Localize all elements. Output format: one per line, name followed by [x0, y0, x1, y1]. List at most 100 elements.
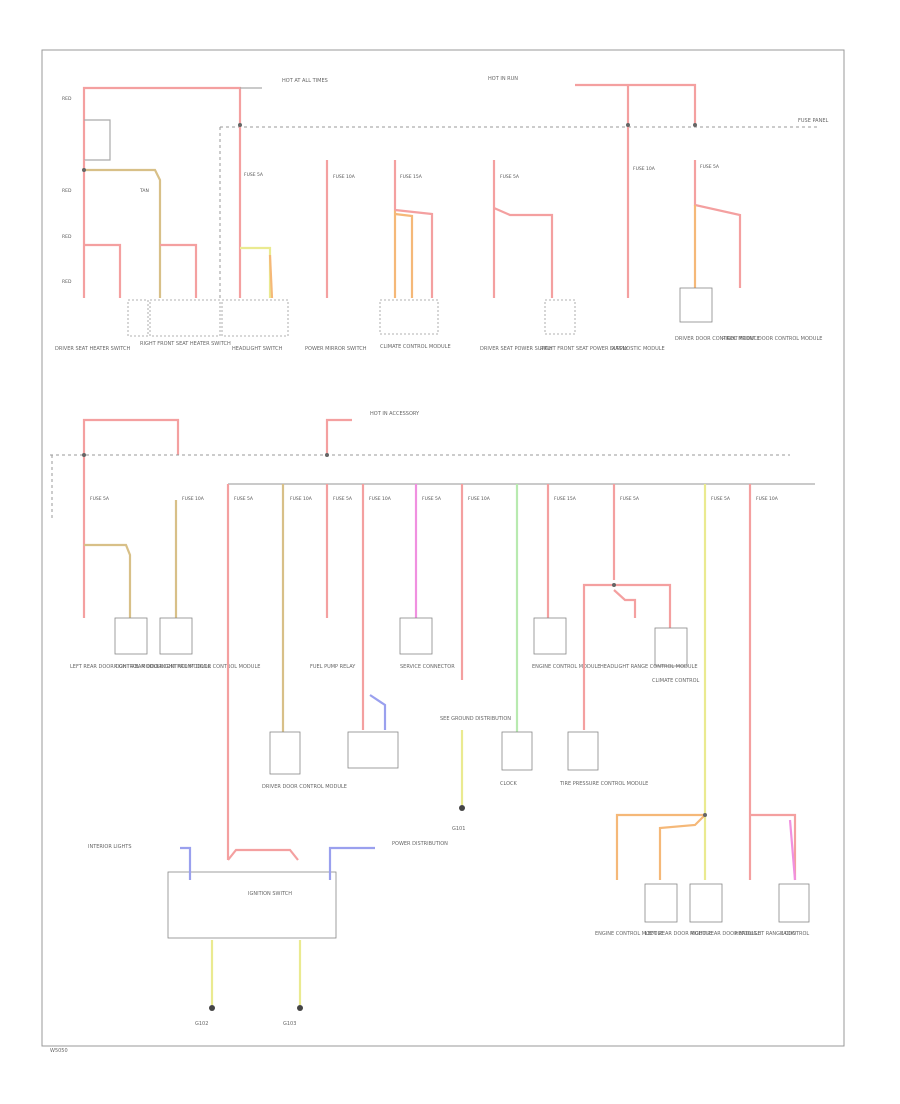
fuel-relay-box: [347, 731, 399, 769]
wire-label-1: RED: [62, 96, 72, 102]
wire-mid-feed-1: [82, 418, 180, 455]
comp-driver-seat-power: DRIVER SEAT POWER SUPPLY: [480, 346, 554, 352]
fuse-label-10: FUSE 10A: [290, 496, 313, 502]
climate-box-2: [654, 627, 688, 667]
wire-dseat-2: [493, 206, 554, 298]
rr-door-box-2: [689, 883, 723, 923]
ground-g101: G101: [452, 826, 465, 832]
comp-headlight-switch: HEADLIGHT SWITCH: [232, 346, 283, 352]
wire-climate-4: [394, 212, 414, 298]
wire-blu-left: [180, 846, 192, 880]
comp-engine-control-module: ENGINE CONTROL MODULE: [532, 664, 600, 670]
headlight-switch-box: [221, 299, 289, 337]
comp-power-distribution: POWER DISTRIBUTION: [392, 841, 448, 847]
footer-code: W5050: [50, 1048, 68, 1054]
comp-right-rear-door: RIGHT REAR DOOR CONTROL MODULE: [114, 664, 211, 670]
rr-door-box: [114, 617, 148, 655]
comp-climate-control: CLIMATE CONTROL: [652, 678, 700, 684]
wire-rear-2: [84, 543, 132, 618]
comp-headlight-range-2: HEADLIGHT RANGE CONTROL: [735, 931, 809, 937]
wire-ign-bridge: [227, 848, 299, 861]
comp-headlight-range: HEADLIGHT RANGE CONTROL MODULE: [600, 664, 698, 670]
comp-clock: CLOCK: [500, 781, 518, 787]
fuse-panel-label: FUSE PANEL: [798, 118, 828, 124]
fuse-label-15: FUSE 15A: [554, 496, 577, 502]
ground-symbol-1: [459, 805, 465, 811]
fuse-label-11: FUSE 5A: [333, 496, 353, 502]
dd-module-box: [269, 731, 301, 775]
ground-g102: G102: [195, 1021, 208, 1027]
splice-2: [238, 123, 242, 127]
wire-label-3: RED: [62, 234, 72, 240]
door-module-box-1: [679, 287, 713, 323]
ecm-box: [533, 617, 567, 655]
fusible-link: [84, 119, 111, 161]
mid-note: HOT IN ACCESSORY: [370, 411, 420, 417]
fuse-label-16: FUSE 5A: [620, 496, 640, 502]
rfseat-box: [544, 299, 576, 335]
top-left-note: HOT AT ALL TIMES: [282, 78, 328, 84]
ground-symbol-2: [209, 1005, 215, 1011]
service-box: [399, 617, 433, 655]
fuse-label-17: FUSE 5A: [711, 496, 731, 502]
comp-tire-pressure: TIRE PRESSURE CONTROL MODULE: [559, 781, 648, 787]
wire-headlight-2: [240, 246, 272, 298]
fuse-label-8: FUSE 10A: [182, 496, 205, 502]
diagram-frame: [41, 49, 845, 1047]
fuse-label-6: FUSE 5A: [700, 164, 720, 170]
splice-3: [626, 123, 630, 127]
climate-box: [379, 299, 439, 335]
wire-top-right-feed: [575, 83, 697, 125]
wire-hlr-2: [582, 583, 672, 730]
comp-right-rear-door-2: RIGHT REAR DOOR MODULE: [690, 931, 761, 937]
wire-mid-feed-2: [325, 418, 352, 455]
fuse-label-2: FUSE 10A: [333, 174, 356, 180]
comp-interior-lights: INTERIOR LIGHTS: [88, 844, 132, 850]
comp-diagnostic-module: DIAGNOSTIC MODULE: [610, 346, 665, 352]
splice-1: [82, 168, 86, 172]
rf-door-box: [159, 617, 193, 655]
wire-blu-right: [328, 846, 375, 880]
clock-box: [501, 731, 533, 771]
seat-switch-box-2: [149, 299, 221, 337]
comp-driver-seat-heater-switch: DRIVER SEAT HEATER SWITCH: [55, 346, 131, 352]
radio-box: [778, 883, 810, 923]
comp-ignition-switch: IGNITION SWITCH: [248, 891, 292, 897]
splice-5: [325, 453, 329, 457]
wire-top-left-feed: [82, 86, 242, 125]
wire-seat-4: [160, 243, 198, 298]
comp-see-ground: SEE GROUND DISTRIBUTION: [440, 716, 511, 722]
fuse-label-5: FUSE 10A: [633, 166, 656, 172]
comp-rf-door-control: RIGHT FRONT DOOR CONTROL MODULE: [722, 336, 822, 342]
splice-6: [82, 453, 86, 457]
comp-service-connector: SERVICE CONNECTOR: [400, 664, 455, 670]
wire-climate-3: [394, 208, 434, 298]
tpms-box: [567, 731, 599, 771]
wire-br-4: [788, 819, 797, 881]
comp-driver-door-control: DRIVER DOOR CONTROL MODULE: [675, 336, 760, 342]
fuse-label-1: FUSE 5A: [244, 172, 264, 178]
wire-fuel-3: [369, 694, 387, 730]
fuse-label-12: FUSE 10A: [369, 496, 392, 502]
wire-seat-3: [84, 243, 122, 298]
splice-4: [693, 123, 697, 127]
comp-power-mirror-switch: POWER MIRROR SWITCH: [305, 346, 367, 352]
wire-headlight-3: [268, 254, 274, 299]
ground-g103: G103: [283, 1021, 296, 1027]
wire-hlr-3: [613, 589, 637, 618]
fuse-label-18: FUSE 10A: [756, 496, 779, 502]
comp-right-front-seat-power: RIGHT FRONT SEAT POWER SUPPLY: [540, 346, 629, 352]
wire-br-3: [750, 813, 797, 880]
comp-engine-control-2: ENGINE CONTROL MODULE: [595, 931, 663, 937]
fuse-label-7: FUSE 5A: [90, 496, 110, 502]
wire-br-1: [615, 813, 705, 880]
wire-br-2: [658, 814, 706, 880]
splice-8: [612, 583, 616, 587]
fuse-label-13: FUSE 5A: [422, 496, 442, 502]
comp-right-front-seat-heater-switch: RIGHT FRONT SEAT HEATER SWITCH: [140, 341, 231, 347]
ignition-switch-box: [167, 871, 337, 939]
wire-label-4: RED: [62, 279, 72, 285]
splice-7: [703, 813, 707, 817]
